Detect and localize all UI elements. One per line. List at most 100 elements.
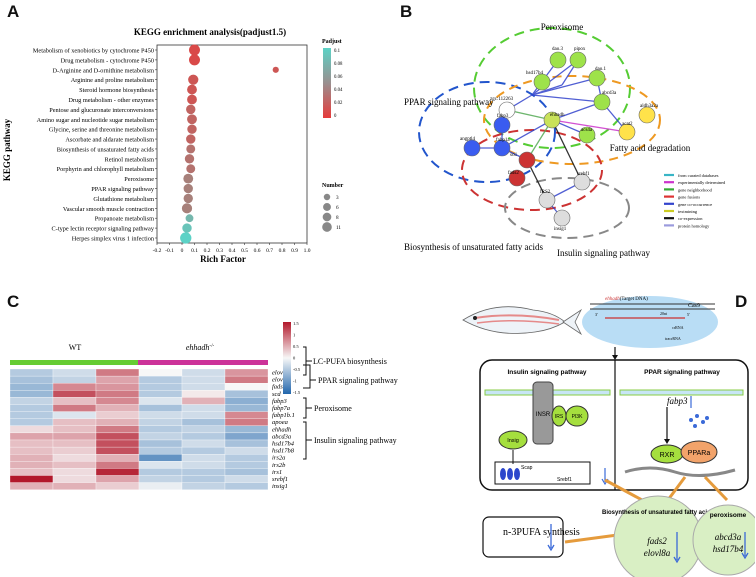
heatmap-cell	[224, 439, 269, 448]
heatmap-scale-label: 0	[293, 356, 296, 361]
heatmap-cell	[181, 446, 226, 455]
pathway-label: Drug metabolism - cytochrome P450	[61, 57, 154, 64]
pathway-label: Herpes simplex virus 1 infection	[72, 236, 155, 243]
x-tick-label: 0.6	[254, 248, 261, 254]
gene-label: hsd17b4	[272, 441, 295, 448]
heatmap-cell	[52, 425, 97, 434]
svg-text:srebf1: srebf1	[577, 172, 590, 177]
gene-label: irs1	[272, 469, 282, 476]
insig-protein	[498, 430, 528, 450]
enrichment-point	[188, 74, 199, 85]
heatmap-cell	[138, 397, 183, 405]
heatmap-cell	[95, 432, 140, 441]
pathway-label: Steroid hormone biosynthesis	[79, 87, 154, 94]
enrichment-point	[186, 144, 196, 154]
heatmap-cell	[224, 425, 269, 434]
heatmap-cell	[9, 461, 54, 469]
gene-label: irs2a	[272, 455, 285, 462]
heatmap-cell	[52, 418, 97, 426]
svg-text:Srebf1: Srebf1	[557, 477, 572, 483]
network-legend-label: protein homology	[678, 223, 710, 228]
svg-text:peroxisome: peroxisome	[710, 512, 747, 519]
heatmap-cell	[9, 475, 54, 483]
heatmap-cell	[9, 404, 54, 412]
group-bar-wt	[10, 360, 138, 365]
heatmap-cell	[95, 482, 140, 490]
node-acat2	[618, 123, 636, 141]
svg-text:n-3PUFA synthesis: n-3PUFA synthesis	[503, 527, 580, 538]
svg-text:scd: scd	[510, 153, 517, 158]
ppar-pathway-title: PPAR signaling pathway	[644, 369, 720, 376]
heatmap-cell	[138, 461, 183, 469]
scap-srebf1-box	[494, 461, 591, 485]
heatmap-cell	[138, 439, 183, 448]
node-fabp1a	[493, 139, 511, 157]
gene-label: elovl8b	[272, 377, 292, 384]
pathway-label: Vascular smooth muscle contraction	[63, 206, 155, 213]
number-legend-title: Number	[322, 183, 344, 189]
pathway-label: D-Arginine and D-ornithine metabolism	[53, 67, 155, 74]
svg-text:zgc:112263: zgc:112263	[490, 97, 514, 102]
heatmap-cell	[224, 432, 269, 441]
pathway-label: Ascorbate and aldarate metabolism	[65, 137, 154, 144]
gene-label: elovl6l	[272, 370, 290, 377]
enrichment-point	[180, 232, 192, 244]
pathway-label: Glutathione metabolism	[93, 196, 154, 203]
gene-label: fabp1b.1	[272, 412, 295, 419]
network-legend-label: experimentally determined	[678, 180, 726, 185]
enrichment-point	[184, 154, 195, 164]
number-legend-label: 6	[336, 205, 339, 211]
padjust-legend-label: 0.1	[334, 49, 341, 54]
pathway-label: Metabolism of xenobiotics by cytochrome …	[33, 48, 154, 55]
svg-text:5': 5'	[687, 312, 690, 317]
node-zgc	[498, 101, 516, 119]
pathway-label: Glycine, serine and threonine metabolism	[49, 127, 154, 134]
pathway-label: C-type lectin receptor signaling pathway	[52, 226, 155, 233]
svg-text:dao.1: dao.1	[595, 67, 606, 72]
heatmap-cell	[138, 425, 183, 434]
number-legend-dot	[323, 203, 331, 211]
enrichment-point	[183, 183, 193, 194]
padjust-legend-title: Padjust	[322, 39, 342, 45]
enrichment-point	[187, 114, 197, 125]
enrichment-point	[183, 193, 193, 204]
padjust-legend-label: 0.08	[334, 62, 343, 67]
enrichment-point	[189, 44, 200, 56]
x-tick-label: 0.2	[204, 248, 211, 254]
x-tick-label: 0.7	[266, 248, 273, 254]
node-scd	[518, 151, 536, 169]
heatmap-cell	[52, 404, 97, 412]
heatmap-scale-label: 0.5	[293, 344, 299, 349]
svg-text:hsd17b4: hsd17b4	[526, 71, 543, 76]
svg-text:IRS: IRS	[555, 414, 564, 420]
heatmap-cell	[224, 375, 269, 384]
gene-label: irs2b	[272, 462, 286, 469]
svg-text:20nt: 20nt	[660, 311, 668, 316]
heatmap-cell	[138, 390, 183, 398]
bracket-insulin: Insulin signaling pathway	[314, 436, 397, 445]
heatmap-cell	[52, 439, 97, 448]
heatmap-cell	[52, 390, 97, 398]
heatmap-cell	[52, 446, 97, 455]
heatmap-cell	[181, 411, 226, 419]
heatmap-cell	[138, 468, 183, 476]
heatmap-cell	[95, 454, 140, 462]
chart-a-title: KEGG enrichment analysis(padjust1.5)	[134, 27, 286, 37]
group-wt-label: WT	[69, 343, 82, 352]
heatmap-cell	[224, 468, 269, 476]
cluster-label-peroxisome: Peroxisome	[541, 22, 584, 32]
enrichment-point	[182, 223, 192, 233]
x-tick-label: 0.9	[291, 248, 298, 254]
enrichment-point	[186, 104, 196, 115]
bracket-lcpufa: LC-PUFA biosynthesis	[313, 357, 387, 366]
x-tick-label: 0.5	[241, 248, 248, 254]
string-network: dao.3 pipox hsd17b4 dao.1 abcd3a zgc:112…	[404, 22, 726, 258]
x-tick-label: 0.3	[216, 248, 223, 254]
heatmap-cell	[9, 368, 54, 377]
unsaturated-fa-cluster	[461, 129, 603, 211]
chart-a-xlabel: Rich Factor	[200, 254, 246, 264]
network-legend-label: textmining	[678, 209, 698, 214]
svg-text:dao.3: dao.3	[552, 47, 563, 52]
heatmap-cell	[181, 383, 226, 391]
cas9-label: Cas9	[688, 303, 700, 309]
